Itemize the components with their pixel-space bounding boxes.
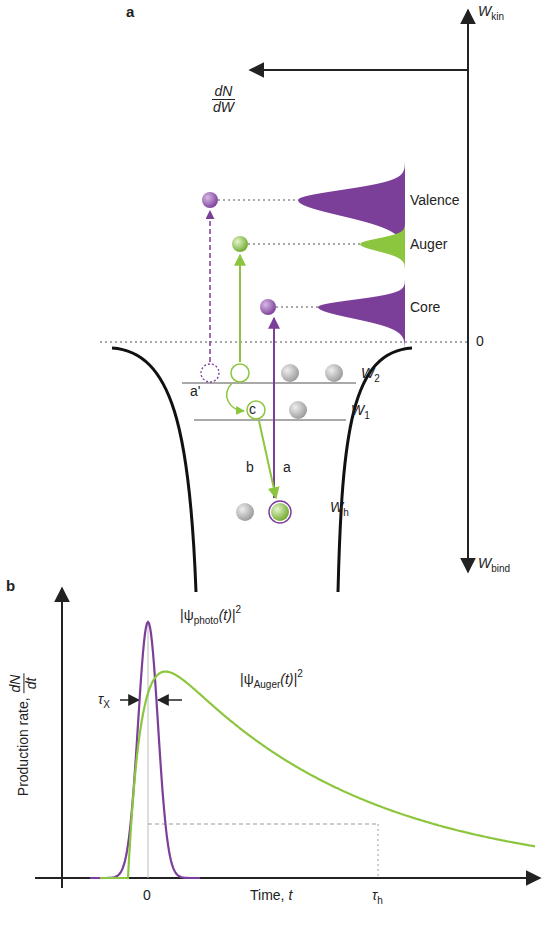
core-photoemission xyxy=(273,318,275,498)
width-arrow xyxy=(120,699,139,701)
label: Wbind xyxy=(478,556,510,574)
label-text: h xyxy=(377,895,383,906)
label: 0 xyxy=(143,888,151,903)
label-text: (t)| xyxy=(280,671,297,687)
label-text: Core xyxy=(410,299,440,315)
label: Core xyxy=(410,300,440,315)
label: b xyxy=(6,578,15,595)
label-text: W xyxy=(478,3,491,19)
label-text: dN xyxy=(212,84,235,100)
label-text: (t)| xyxy=(219,607,236,623)
label-text: Auger xyxy=(410,236,447,252)
label: dNdW xyxy=(212,84,235,116)
level-line xyxy=(182,382,356,383)
vacuum-level xyxy=(100,341,468,342)
label: Production rate, dNdt xyxy=(8,674,40,797)
label-text: 0 xyxy=(476,333,484,349)
label-text: t xyxy=(288,887,292,903)
label-text: W xyxy=(478,555,491,571)
label-text: 1 xyxy=(364,410,370,421)
label-text: 0 xyxy=(143,887,151,903)
label: τh xyxy=(372,888,383,906)
label-text: 2 xyxy=(236,604,242,615)
label-text: a xyxy=(126,3,134,20)
label-text: b xyxy=(246,459,254,475)
label-text: W xyxy=(330,499,343,515)
label-text: Auger xyxy=(254,679,281,690)
energy-axis xyxy=(467,10,469,572)
spectrum-axis xyxy=(250,69,468,71)
valence-photoemission xyxy=(209,211,211,362)
width-arrow xyxy=(158,699,182,701)
auger-curve xyxy=(100,672,535,878)
label-text: Valence xyxy=(410,192,460,208)
label-text: τ xyxy=(98,691,103,707)
label: c xyxy=(249,402,256,417)
label: |ψphoto(t)|2 xyxy=(180,604,241,626)
coulomb-interaction xyxy=(227,383,244,411)
label-text: c xyxy=(249,401,256,417)
label-text: τ xyxy=(372,887,377,903)
electrons xyxy=(201,192,343,523)
label-text: 2 xyxy=(374,373,380,384)
spectrum-peak xyxy=(318,275,405,358)
label-text: dN xyxy=(8,674,24,694)
label-text: kin xyxy=(491,11,504,22)
leader-line xyxy=(218,200,296,201)
guide-line xyxy=(378,824,379,878)
label-text: a xyxy=(283,459,291,475)
label-text: photo xyxy=(194,615,219,626)
photo-curve xyxy=(90,622,200,878)
label-text: W xyxy=(351,402,364,418)
label: Auger xyxy=(410,237,447,252)
spectrum-peak xyxy=(360,218,405,276)
label: Wkin xyxy=(478,4,504,22)
label: Wh xyxy=(330,500,349,518)
label-text: Production rate, xyxy=(15,697,31,796)
label-text: X xyxy=(103,699,110,710)
label: Valence xyxy=(410,193,460,208)
label-text: dW xyxy=(212,100,235,115)
label-text: |ψ xyxy=(180,607,194,623)
label-text: h xyxy=(343,507,349,518)
auger-emission xyxy=(239,255,241,362)
label: W2 xyxy=(361,366,380,384)
label-text: bind xyxy=(491,563,510,574)
y-axis xyxy=(61,588,63,888)
label: a xyxy=(126,4,134,21)
label-text: dt xyxy=(25,674,40,694)
label-text: 2 xyxy=(297,668,303,679)
leader-line xyxy=(248,244,360,245)
label-text: Time, xyxy=(250,887,288,903)
label-text: a' xyxy=(190,383,200,399)
label: Time, t xyxy=(250,888,292,903)
spectrum-peaks xyxy=(298,155,405,358)
label-text: W xyxy=(361,365,374,381)
label: b xyxy=(246,460,254,475)
hole-filling xyxy=(259,421,276,498)
label-text: |ψ xyxy=(240,671,254,687)
label: 0 xyxy=(476,334,484,349)
label: W1 xyxy=(351,403,370,421)
level-line xyxy=(194,419,346,420)
label: a xyxy=(283,460,291,475)
label: |ψAuger(t)|2 xyxy=(240,668,303,690)
label-text: b xyxy=(6,577,15,594)
potential-well xyxy=(112,348,196,592)
guide-line xyxy=(148,824,378,825)
potential-well xyxy=(338,348,412,592)
label: τX xyxy=(98,692,110,710)
label: a' xyxy=(190,384,200,399)
leader-line xyxy=(276,307,320,308)
zero-line xyxy=(148,624,149,878)
